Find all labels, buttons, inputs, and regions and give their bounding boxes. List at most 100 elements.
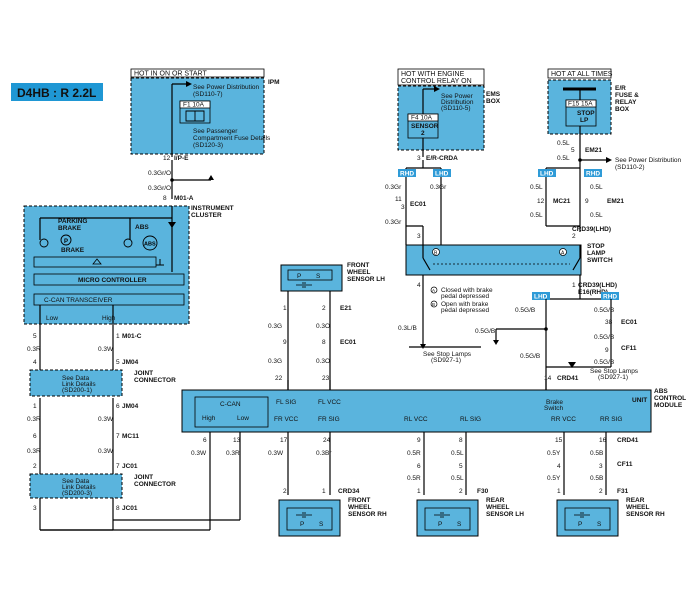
rr-name3: SENSOR RH bbox=[626, 511, 665, 518]
front-wheel-sensor-rh bbox=[278, 499, 341, 537]
wire-label: 0.3W bbox=[268, 450, 284, 457]
rhd-label: RHD bbox=[400, 171, 414, 178]
see-stop-lamps2: (SD927-1) bbox=[431, 357, 461, 364]
fr-name2: WHEEL bbox=[348, 504, 372, 511]
abs-name2: CONTROL bbox=[654, 395, 686, 402]
svg-text:1: 1 bbox=[33, 403, 37, 410]
abs-can: C-CAN bbox=[220, 401, 241, 408]
conn-f30: F30 bbox=[477, 488, 489, 495]
wire-label: 0.5G/B bbox=[594, 334, 614, 341]
svg-text:ABS: ABS bbox=[144, 242, 156, 248]
pin: 5 bbox=[33, 333, 37, 340]
micro-controller-label: MICRO CONTROLLER bbox=[78, 277, 147, 284]
svg-text:9: 9 bbox=[417, 437, 421, 444]
abs-name4: UNIT bbox=[632, 397, 647, 404]
er-fuse: F15 15A bbox=[568, 101, 593, 108]
abs-brake2: Switch bbox=[544, 405, 564, 412]
svg-text:12: 12 bbox=[537, 198, 545, 205]
svg-text:6: 6 bbox=[417, 463, 421, 470]
wire-label: 0.5R bbox=[407, 475, 421, 482]
ems-pin: 3 bbox=[417, 155, 421, 162]
joint2-name2: CONNECTOR bbox=[134, 481, 176, 488]
conn-crd41b: CRD41 bbox=[617, 437, 639, 444]
wire-label: 0.5L bbox=[451, 475, 464, 482]
joint-connector-1 bbox=[29, 369, 123, 397]
joint1-note3: (SD200-1) bbox=[62, 387, 92, 394]
rear-wheel-sensor-rh bbox=[556, 499, 619, 537]
rhd-label2: RHD bbox=[586, 171, 600, 178]
joint2-name: JOINT bbox=[134, 474, 153, 481]
abs-rr-sig: RR SIG bbox=[600, 416, 622, 423]
svg-text:1: 1 bbox=[557, 488, 561, 495]
lhd-label3: LHD bbox=[534, 294, 548, 301]
conn-jm04: JM04 bbox=[122, 359, 139, 366]
abs-name: ABS bbox=[654, 388, 668, 395]
ipm-note2b: Compartment Fuse Details bbox=[193, 135, 271, 142]
title-badge: D4HB : R 2.2L bbox=[17, 86, 96, 100]
conn-ec01c: EC01 bbox=[621, 319, 638, 326]
arrow-icon bbox=[186, 81, 192, 87]
ems-note3: (SD110-5) bbox=[441, 105, 471, 112]
abs-control-module bbox=[181, 389, 652, 433]
wire-label: 0.5G/B bbox=[475, 328, 495, 335]
ipm-name: IPM bbox=[268, 79, 280, 86]
joint2-note: See Data bbox=[62, 478, 89, 485]
wire-label: 0.3L/B bbox=[398, 325, 417, 332]
svg-text:23: 23 bbox=[322, 375, 330, 382]
sensor-p4: P bbox=[578, 521, 582, 528]
er-fuse-name2: LP bbox=[580, 117, 589, 124]
rl-name: REAR bbox=[486, 497, 505, 504]
switch-a-marker bbox=[559, 248, 567, 256]
svg-text:6: 6 bbox=[33, 433, 37, 440]
arrow-icon bbox=[208, 175, 214, 180]
abs-rr-vcc: RR VCC bbox=[551, 416, 576, 423]
svg-text:3: 3 bbox=[417, 233, 421, 240]
brake-indicator: BRAKE bbox=[61, 247, 85, 254]
er-header: HOT AT ALL TIMES bbox=[551, 71, 613, 78]
rear-wheel-sensor-lh bbox=[416, 499, 479, 537]
svg-text:24: 24 bbox=[323, 437, 331, 444]
ems-name: EMS bbox=[486, 91, 501, 98]
rl-name2: WHEEL bbox=[486, 504, 510, 511]
ems-header-box bbox=[397, 68, 485, 86]
wire-label: 0.5G/B bbox=[594, 359, 614, 366]
front-wheel-sensor-lh bbox=[280, 264, 343, 292]
sensor-s4: S bbox=[597, 521, 602, 528]
wire-label: 0.3Gr bbox=[385, 184, 402, 191]
see-stop-lamps4: (SD927-1) bbox=[598, 374, 628, 381]
ipm-wire2: 0.3Gr/O bbox=[148, 185, 171, 192]
svg-text:3: 3 bbox=[599, 463, 603, 470]
er-name2: FUSE & bbox=[615, 92, 639, 99]
conn-jc01b: JC01 bbox=[122, 505, 138, 512]
ems-note2: Distribution bbox=[441, 99, 474, 106]
abs-rl-sig: RL SIG bbox=[460, 416, 481, 423]
conn-crd39: CRD39(LHD) bbox=[572, 226, 611, 233]
cluster-high: High bbox=[102, 315, 116, 322]
wire-label: 0.5L bbox=[530, 184, 543, 191]
wire-label: 0.5Y bbox=[547, 475, 561, 482]
svg-text:17: 17 bbox=[280, 437, 288, 444]
ems-fuse: F4 10A bbox=[411, 115, 433, 122]
fl-name: FRONT bbox=[347, 262, 369, 269]
svg-text:3: 3 bbox=[401, 204, 405, 211]
conn-e16b: E16(RHD) bbox=[578, 289, 608, 296]
svg-text:P: P bbox=[64, 239, 68, 245]
wire-label: 0.3R bbox=[27, 448, 41, 455]
abs-fr-vcc: FR VCC bbox=[274, 416, 299, 423]
ipm-connector: I/P-E bbox=[174, 155, 189, 162]
conn-mc11: MC11 bbox=[122, 433, 139, 440]
ems-header: HOT WITH ENGINE bbox=[401, 71, 465, 78]
arrow-icon bbox=[606, 157, 612, 163]
svg-text:4: 4 bbox=[417, 282, 421, 289]
ipm-header-box bbox=[130, 68, 265, 78]
svg-text:11: 11 bbox=[395, 196, 402, 203]
conn-ec01: EC01 bbox=[340, 339, 357, 346]
ipm-wire: 0.3Gr/O bbox=[148, 170, 171, 177]
er-connector: EM21 bbox=[585, 147, 602, 154]
wire-label: 0.3W bbox=[98, 416, 114, 423]
legend-a2: pedal depressed bbox=[441, 293, 489, 300]
svg-text:2: 2 bbox=[33, 463, 37, 470]
ipm-note: See Power Distribution bbox=[193, 84, 259, 91]
svg-text:1: 1 bbox=[572, 282, 576, 289]
